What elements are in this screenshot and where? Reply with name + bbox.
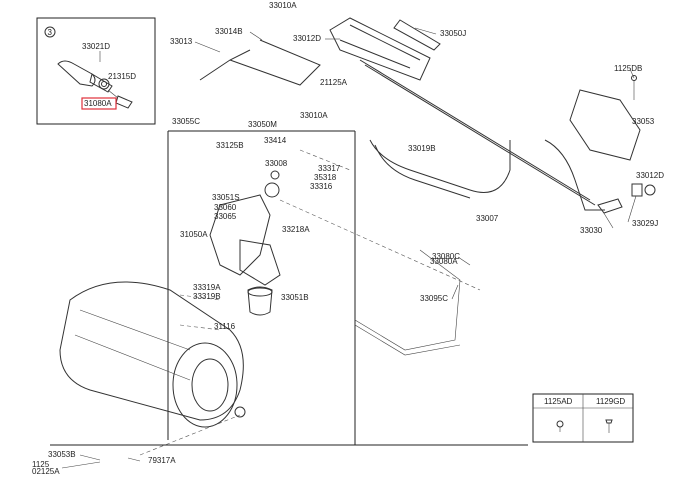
label-33013: 33013 (170, 37, 193, 46)
inset-code-top: 33021D (82, 42, 110, 51)
legend-table: 1125AD 1129GD (532, 393, 634, 443)
label-33053B: 33053B (48, 450, 76, 459)
label-33051B: 33051B (281, 293, 309, 302)
highlight-box (81, 97, 117, 110)
inset-detail: 3 33021D 21315D 31080A (36, 17, 156, 125)
diagram-code-top: 33010A (269, 1, 297, 10)
label-33012D: 33012D (293, 34, 321, 43)
leader-lines (139, 149, 481, 456)
label-33014B: 33014B (215, 27, 243, 36)
label-79317A: 79317A (148, 456, 176, 465)
label-33007: 33007 (476, 214, 499, 223)
inset-frame (36, 17, 156, 125)
label-02125A: 02125A (32, 467, 60, 476)
fitting-drawing (597, 183, 656, 214)
inset-code-highlight: 31080A (84, 99, 112, 108)
label-35318: 35318 (314, 173, 337, 182)
label-33316: 33316 (310, 182, 333, 191)
label-33008: 33008 (265, 159, 288, 168)
label-33125B: 33125B (216, 141, 244, 150)
label-1125DB: 1125DB (614, 64, 642, 73)
label-33053: 33053 (632, 117, 655, 126)
fuel-tank-drawing (59, 281, 246, 428)
inset-marker-circle (44, 26, 56, 38)
inset-code-right: 21315D (108, 72, 136, 81)
legend-col1: 1125AD (544, 397, 573, 406)
label-33019B: 33019B (408, 144, 436, 153)
label-33051S: 33051S (212, 193, 240, 202)
label-33050M: 33050M (248, 120, 277, 129)
label-33080A: 33080A (430, 257, 458, 266)
part-labels: 33013 33014B 33012D 33050J 21125A 33055C… (32, 27, 664, 476)
label-33080C: 33080C (432, 252, 460, 261)
label-21125A: 21125A (320, 78, 348, 87)
label-leaders (61, 27, 637, 469)
label-33319B: 33319B (193, 292, 221, 301)
label-33065: 33065 (214, 212, 237, 221)
label-33010A-mid: 33010A (300, 111, 328, 120)
label-33012D-right: 33012D (636, 171, 664, 180)
label-33414: 33414 (264, 136, 287, 145)
label-33050J: 33050J (440, 29, 466, 38)
canister-drawing (329, 17, 441, 81)
label-33317: 33317 (318, 164, 341, 173)
label-33095C: 33095C (420, 294, 448, 303)
label-33218A: 33218A (282, 225, 310, 234)
label-1125: 1125 (32, 460, 50, 469)
label-31050A: 31050A (180, 230, 208, 239)
pump-assembly-drawing (209, 170, 281, 316)
inset-marker: 3 (48, 28, 53, 37)
bolt-icon (556, 420, 564, 432)
legend-col2: 1129GD (596, 397, 625, 406)
label-33055C: 33055C (172, 117, 200, 126)
label-33319A: 33319A (193, 283, 221, 292)
label-33060: 33060 (214, 203, 237, 212)
pipe-lines (199, 39, 605, 356)
screw-icon (605, 419, 613, 433)
label-31116: 31116 (214, 322, 236, 331)
bracket-drawing (569, 75, 641, 161)
inset-pump-drawing (57, 60, 133, 109)
label-33029J: 33029J (632, 219, 658, 228)
label-33030: 33030 (580, 226, 603, 235)
